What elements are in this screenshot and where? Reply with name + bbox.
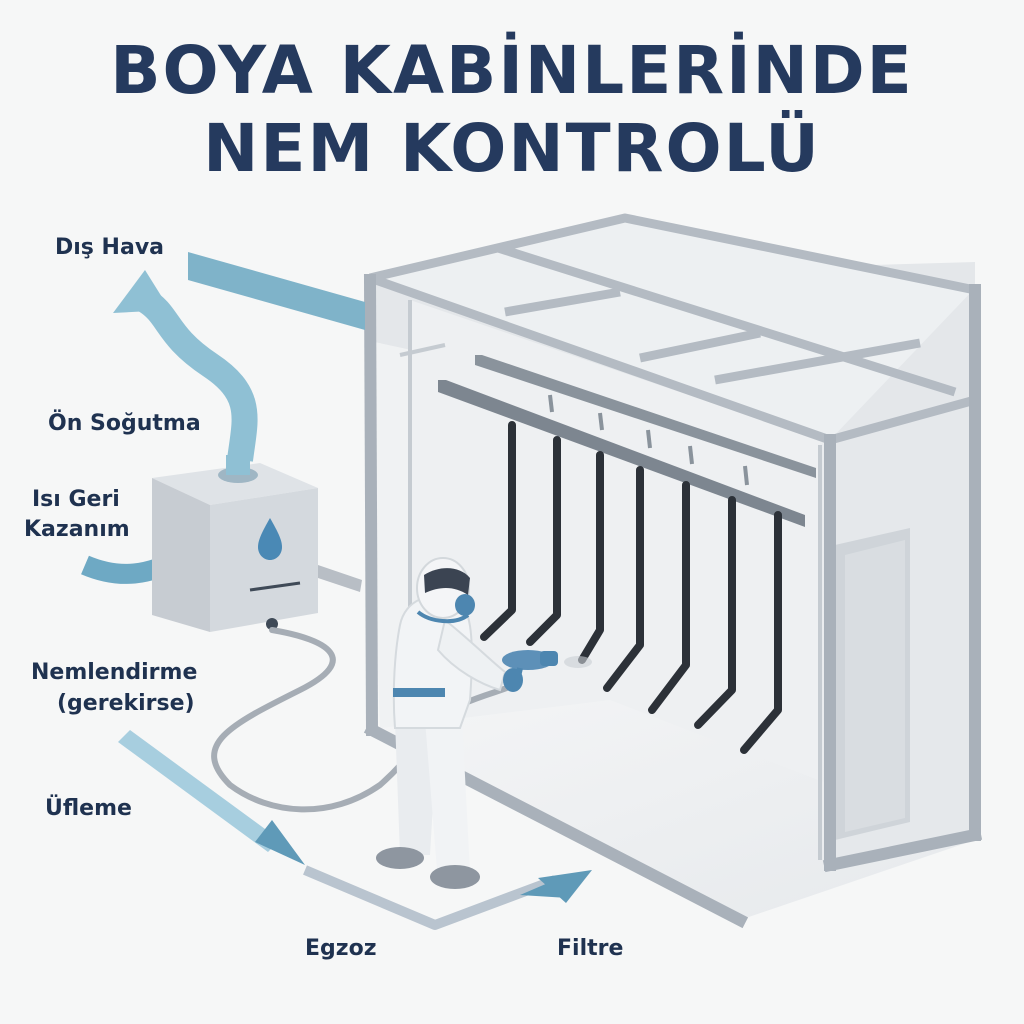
- hanger: [740, 511, 782, 754]
- pre-cooling-arrow: [137, 288, 258, 462]
- booth-floor: [365, 700, 975, 920]
- label-outside-air: Dış Hava: [55, 235, 165, 260]
- hangers: [480, 421, 782, 754]
- label-filter: Filtre: [557, 936, 624, 961]
- title-line-1: BOYA KABİNLERİNDE: [110, 32, 914, 109]
- outside-air-arrow: [188, 252, 365, 330]
- label-exhaust: Egzoz: [305, 936, 377, 961]
- label-heat-recovery-line2: Kazanım: [24, 517, 130, 542]
- hanger: [648, 481, 690, 714]
- label-humidification: Nemlendirme: [31, 660, 198, 685]
- spray-gun: [502, 650, 592, 691]
- label-supply: Üfleme: [45, 796, 132, 821]
- water-drop-icon: [258, 518, 282, 560]
- diagram-title: BOYA KABİNLERİNDE NEM KONTROLÜ: [0, 32, 1024, 188]
- hanger: [694, 496, 736, 729]
- label-pre-cooling: Ön Soğutma: [48, 411, 201, 436]
- hanger: [603, 466, 644, 692]
- exhaust-path: [303, 865, 557, 930]
- painter: [376, 557, 523, 889]
- air-handling-unit: [152, 455, 362, 632]
- label-heat-recovery-line1: Isı Geri: [32, 487, 120, 512]
- hanger: [526, 436, 561, 646]
- supply-arrow: [118, 730, 280, 852]
- label-if-needed: (gerekirse): [57, 691, 195, 716]
- hanger: [480, 421, 516, 641]
- booth-roof: [370, 215, 975, 440]
- conveyor-rail: [438, 355, 816, 527]
- title-line-2: NEM KONTROLÜ: [203, 110, 821, 187]
- hanger: [578, 451, 604, 664]
